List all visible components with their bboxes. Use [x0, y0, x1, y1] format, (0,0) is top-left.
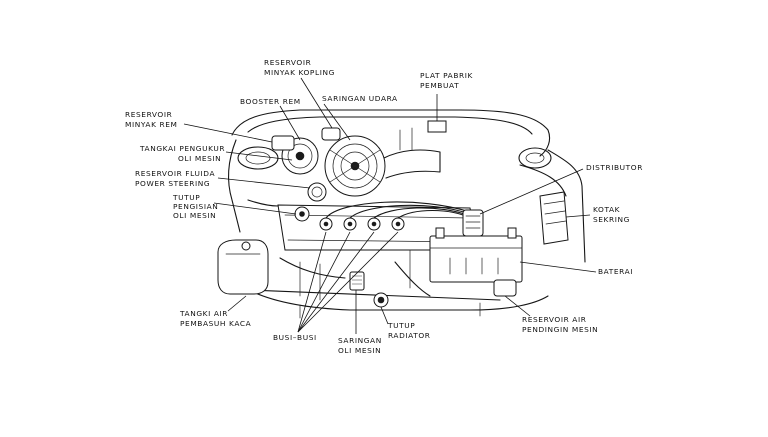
label-distributor: DISTRIBUTOR [586, 163, 643, 172]
engine-bay-drawing [217, 109, 586, 319]
leader-lines [183, 77, 597, 334]
label-tutup-pengisian-oli: TUTUP PENGISIAN OLI MESIN [172, 193, 221, 220]
label-tangki-air-pembasuh-kaca: TANGKI AIR PEMBASUH KACA [179, 309, 251, 328]
label-plat-pabrik-pembuat: PLAT PABRIK PEMBUAT [420, 71, 476, 90]
label-kotak-sekring: KOTAK SEKRING [593, 205, 630, 224]
label-tutup-radiator: TUTUP RADIATOR [387, 321, 431, 340]
label-reservoir-minyak-kopling: RESERVOIR MINYAK KOPLING [264, 58, 335, 77]
callout-labels: RESERVOIR MINYAK KOPLING BOOSTER REM SAR… [125, 58, 643, 355]
label-busi-busi: BUSI–BUSI [273, 333, 317, 342]
label-reservoir-air-pendingin: RESERVOIR AIR PENDINGIN MESIN [522, 315, 598, 334]
label-reservoir-fluida-power-steering: RESERVOIR FLUIDA POWER STEERING [135, 169, 218, 188]
label-saringan-oli-mesin: SARINGAN OLI MESIN [338, 336, 385, 355]
label-reservoir-minyak-rem: RESERVOIR MINYAK REM [125, 110, 177, 129]
label-booster-rem: BOOSTER REM [240, 97, 301, 106]
label-saringan-udara: SARINGAN UDARA [322, 94, 398, 103]
label-baterai: BATERAI [598, 267, 633, 276]
label-tangkai-pengukur-oli: TANGKAI PENGUKUR OLI MESIN [139, 144, 228, 163]
